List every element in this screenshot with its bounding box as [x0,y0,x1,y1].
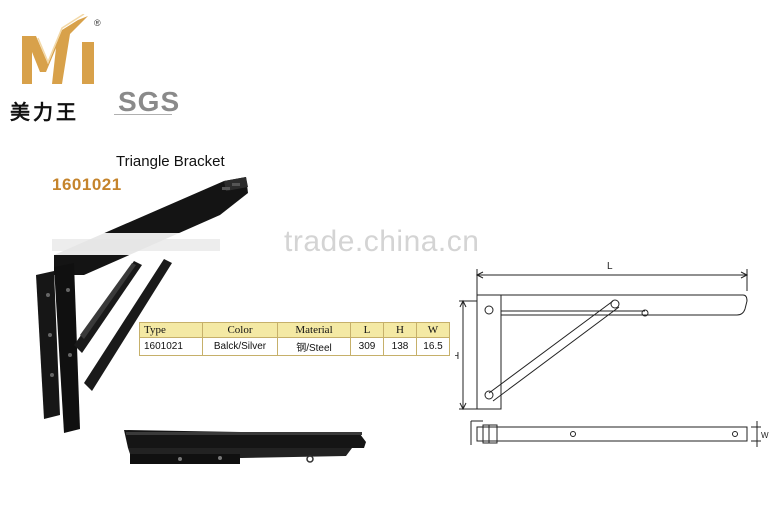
dimension-label-w: W [761,431,769,440]
cell-material: 钢/Steel [277,337,351,356]
cell-w: 16.5 [416,337,450,356]
cell-color: Balck/Silver [202,337,278,356]
sgs-certification-text: SGS [118,86,181,117]
header-l: L [350,322,384,338]
product-title: Triangle Bracket [116,153,225,170]
product-code: 1601021 [52,175,122,194]
cell-l: 309 [350,337,384,356]
cell-type: 1601021 [139,337,203,356]
spec-table: Type Color Material L H W 1601021 Balck/… [139,322,450,356]
bracket-technical-drawing: L H W [455,261,769,447]
header-h: H [383,322,417,338]
header-material: Material [277,322,351,338]
header-color: Color [202,322,278,338]
bracket-photo-open [36,177,248,433]
dimension-label-h: H [455,351,459,362]
cell-h: 138 [383,337,417,356]
spec-table-header-row: Type Color Material L H W [139,322,450,338]
registered-mark: ® [94,18,101,28]
logo-divider [114,114,172,115]
spec-table-row: 1601021 Balck/Silver 钢/Steel 309 138 16.… [139,337,450,356]
dimension-label-l: L [607,261,613,272]
bracket-photo-folded [124,430,366,464]
brand-logo-mark: ® [22,14,101,84]
watermark-text: trade.china.cn [284,225,480,258]
header-type: Type [139,322,203,338]
header-w: W [416,322,450,338]
brand-chinese-name: 美力王 [10,100,79,124]
